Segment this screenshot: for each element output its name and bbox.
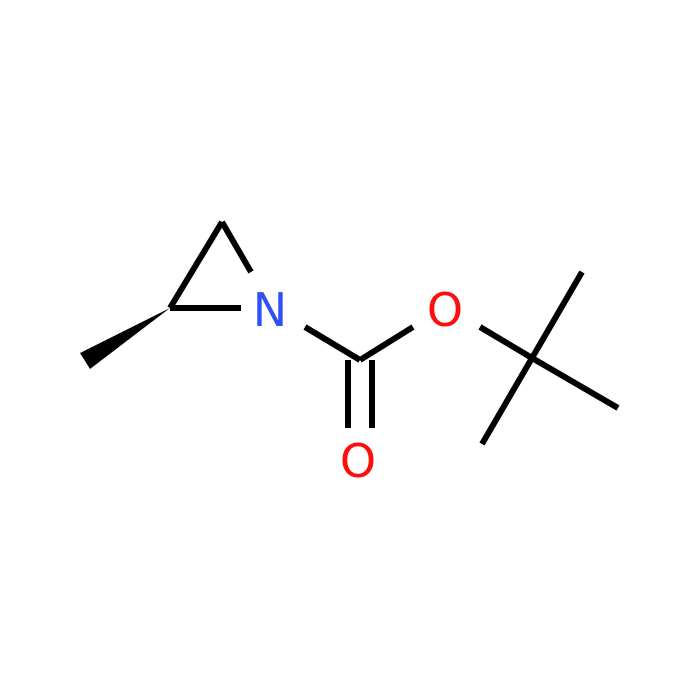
bond-n1-carbonyl <box>303 324 362 363</box>
bond-ester-oxygen-tbutyl <box>478 324 534 361</box>
atom-label-ester-oxygen: O <box>427 283 463 337</box>
atom-label-nitrogen: N <box>253 283 287 337</box>
bond-tbutyl-methyl-up <box>529 270 585 360</box>
bond-tbutyl-methyl-down <box>479 356 535 446</box>
bond-carbonyl-ester-oxygen <box>358 324 415 363</box>
bond-c3-n1 <box>219 220 254 274</box>
wedge-bond-methyl <box>80 308 170 369</box>
bond-c2-c3 <box>167 220 225 310</box>
bond-tbutyl-methyl-right <box>530 355 620 411</box>
atom-label-carbonyl-oxygen: O <box>340 434 376 488</box>
